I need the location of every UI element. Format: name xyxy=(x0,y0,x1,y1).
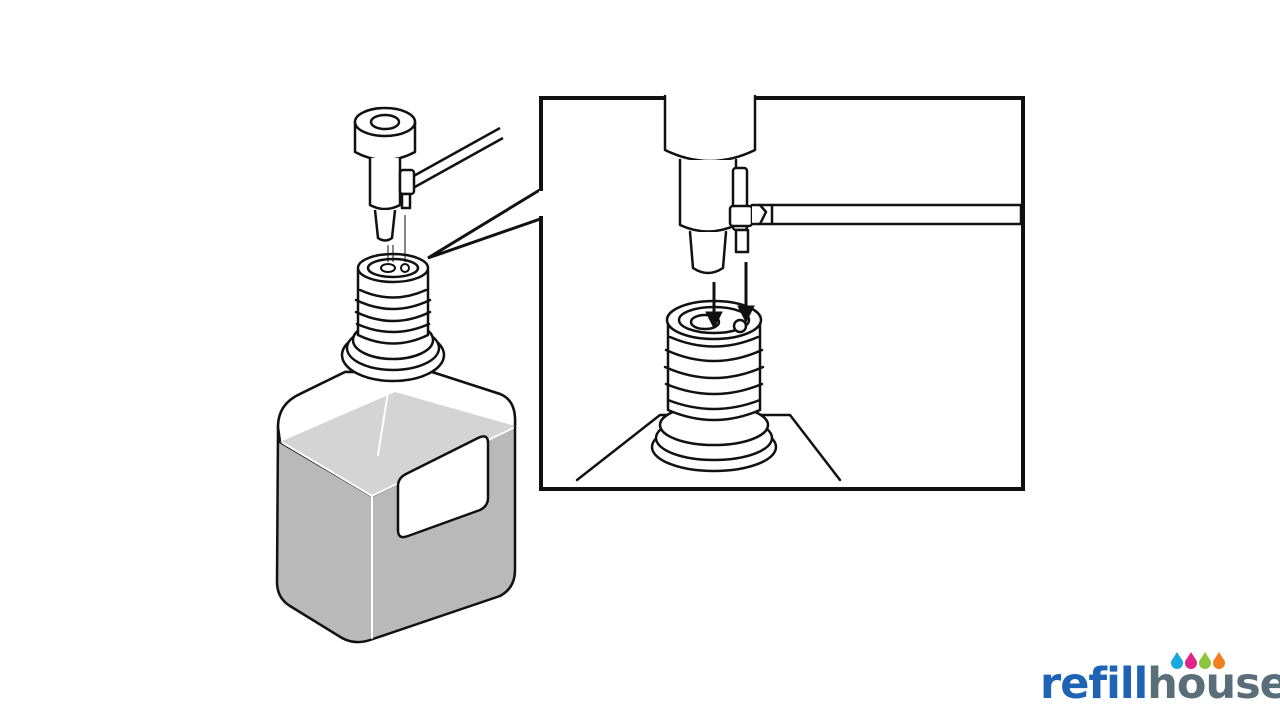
logo-text-house: house xyxy=(1147,659,1280,709)
bottle-label xyxy=(396,435,490,539)
zoom-tube xyxy=(750,203,1023,226)
logo-text-refill: refill xyxy=(1040,659,1148,709)
logo-drops xyxy=(1171,652,1225,669)
zoom-nozzle xyxy=(663,94,757,163)
bottle-neck xyxy=(356,268,430,345)
nozzle-tube xyxy=(409,126,501,180)
ink-surface xyxy=(280,392,515,496)
callout-pointer xyxy=(427,185,545,260)
ink-bottle xyxy=(275,252,517,644)
refill-nozzle xyxy=(353,106,504,262)
refillhouse-logo: refillhouse xyxy=(1040,660,1280,708)
detail-callout xyxy=(427,94,1025,491)
bottle-edge-top xyxy=(377,391,389,456)
insert-arrows xyxy=(705,262,755,330)
